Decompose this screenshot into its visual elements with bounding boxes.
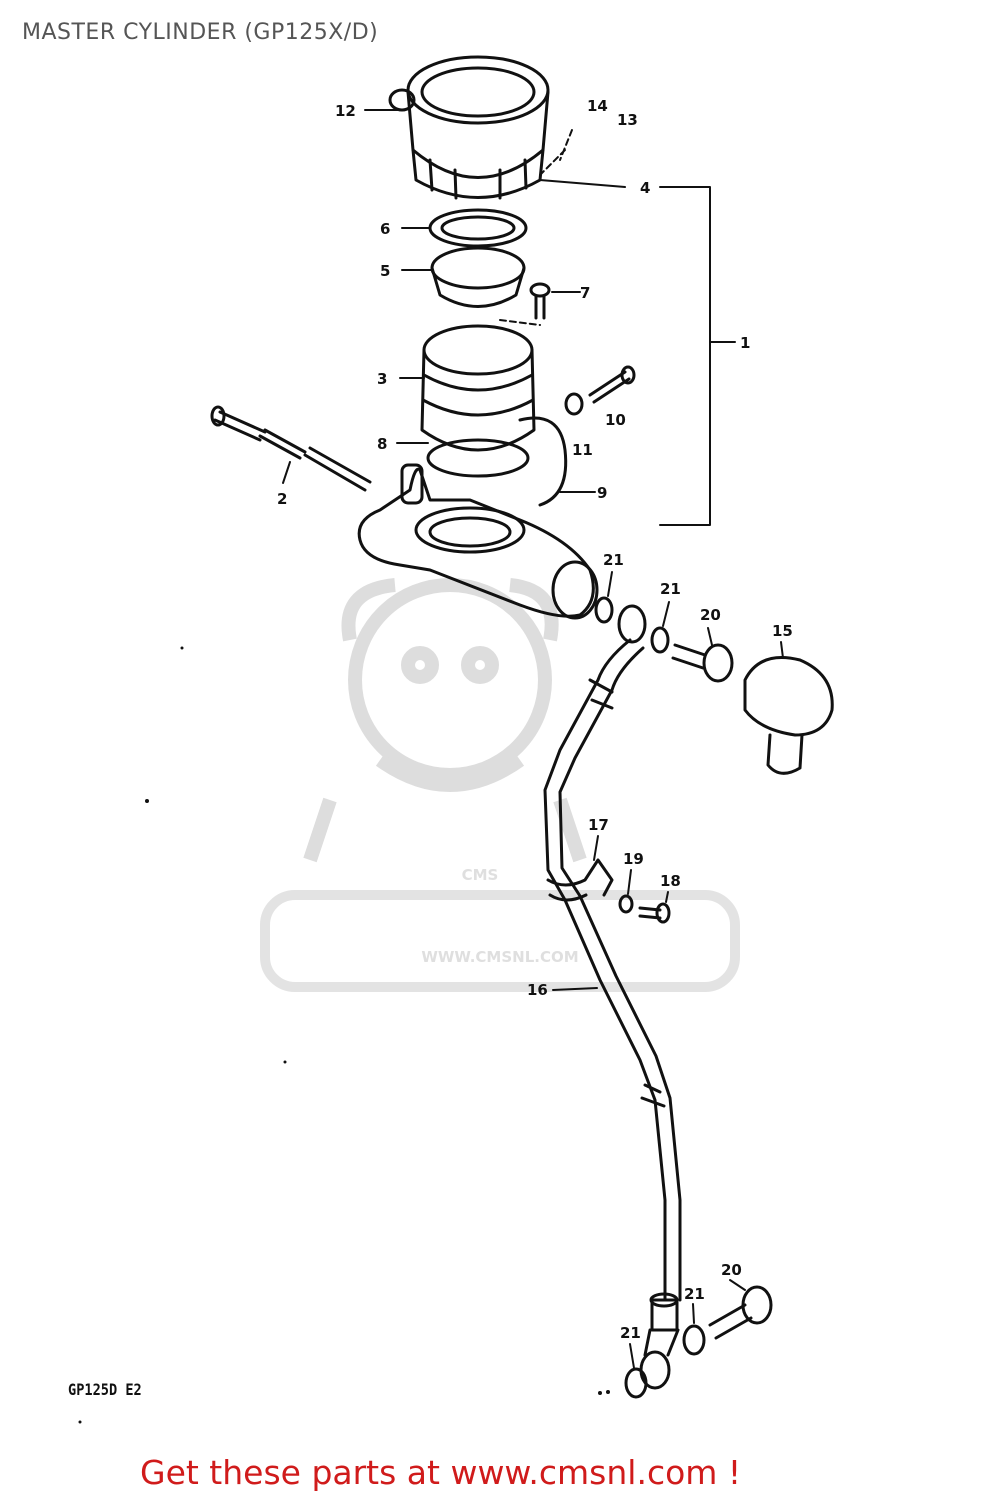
callout-14: 14 — [587, 97, 608, 115]
drawing-code: GP125D E2 — [68, 1380, 142, 1399]
washer-21-lower-a — [624, 1367, 648, 1399]
bolt-cap — [743, 656, 834, 775]
callout-1: 1 — [740, 334, 750, 352]
callout-13: 13 — [617, 111, 638, 129]
callout-18: 18 — [660, 872, 681, 890]
banjo-fitting-upper — [617, 604, 647, 644]
washer-21-upper-b — [650, 626, 670, 654]
callout-8: 8 — [377, 435, 387, 453]
watermark-logo: CMS — [462, 866, 499, 884]
callout-labels: 12 14 13 4 6 5 7 1 3 10 11 8 9 2 21 21 2… — [277, 97, 793, 1342]
callout-21c: 21 — [684, 1285, 705, 1303]
callout-2: 2 — [277, 490, 287, 508]
washer-11 — [564, 392, 584, 416]
callout-20b: 20 — [721, 1261, 742, 1279]
bolt-18 — [638, 902, 671, 924]
watermark: CMS WWW.CMSNL.COM — [260, 578, 740, 992]
callout-19: 19 — [623, 850, 644, 868]
callout-20a: 20 — [700, 606, 721, 624]
washer-21-lower-b — [682, 1324, 706, 1356]
scan-dots — [78, 646, 610, 1424]
callout-10: 10 — [605, 411, 626, 429]
banjo-fitting-lower — [639, 1292, 680, 1390]
callout-16: 16 — [527, 981, 548, 999]
watermark-mascot — [303, 578, 587, 863]
footer-shop-link[interactable]: Get these parts at www.cmsnl.com ! — [140, 1453, 742, 1492]
screw-7 — [529, 282, 551, 320]
o-ring — [426, 438, 530, 478]
watermark-banner — [260, 890, 740, 992]
union-bolt-lower — [708, 1285, 773, 1340]
washer-21-upper-a — [594, 596, 614, 624]
leader-lines — [282, 109, 736, 526]
diaphragm — [428, 208, 528, 248]
callout-3: 3 — [377, 370, 387, 388]
leader-lines-lower — [552, 571, 784, 1369]
brake-hose — [543, 638, 682, 1302]
callout-12: 12 — [335, 102, 356, 120]
reservoir-bracket — [518, 416, 568, 507]
callout-21b: 21 — [660, 580, 681, 598]
callout-5: 5 — [380, 262, 390, 280]
master-cylinder-body — [357, 463, 599, 620]
union-bolt-upper — [671, 643, 734, 683]
watermark-url: WWW.CMSNL.COM — [421, 948, 578, 966]
hose-clamp — [546, 858, 614, 902]
page-title: MASTER CYLINDER (GP125X/D) — [22, 20, 379, 45]
callout-7: 7 — [580, 284, 590, 302]
washer-19 — [618, 894, 634, 914]
callout-6: 6 — [380, 220, 390, 238]
callout-9: 9 — [597, 484, 607, 502]
push-rod — [210, 405, 372, 492]
callout-15: 15 — [772, 622, 793, 640]
callout-4: 4 — [640, 179, 650, 197]
reservoir-body — [420, 324, 536, 452]
reservoir-cap — [388, 55, 550, 200]
callout-17: 17 — [588, 816, 609, 834]
callout-21d: 21 — [620, 1324, 641, 1342]
bolt-10 — [588, 365, 636, 404]
diaphragm-plate — [430, 246, 526, 308]
callout-11: 11 — [572, 441, 593, 459]
callout-21a: 21 — [603, 551, 624, 569]
